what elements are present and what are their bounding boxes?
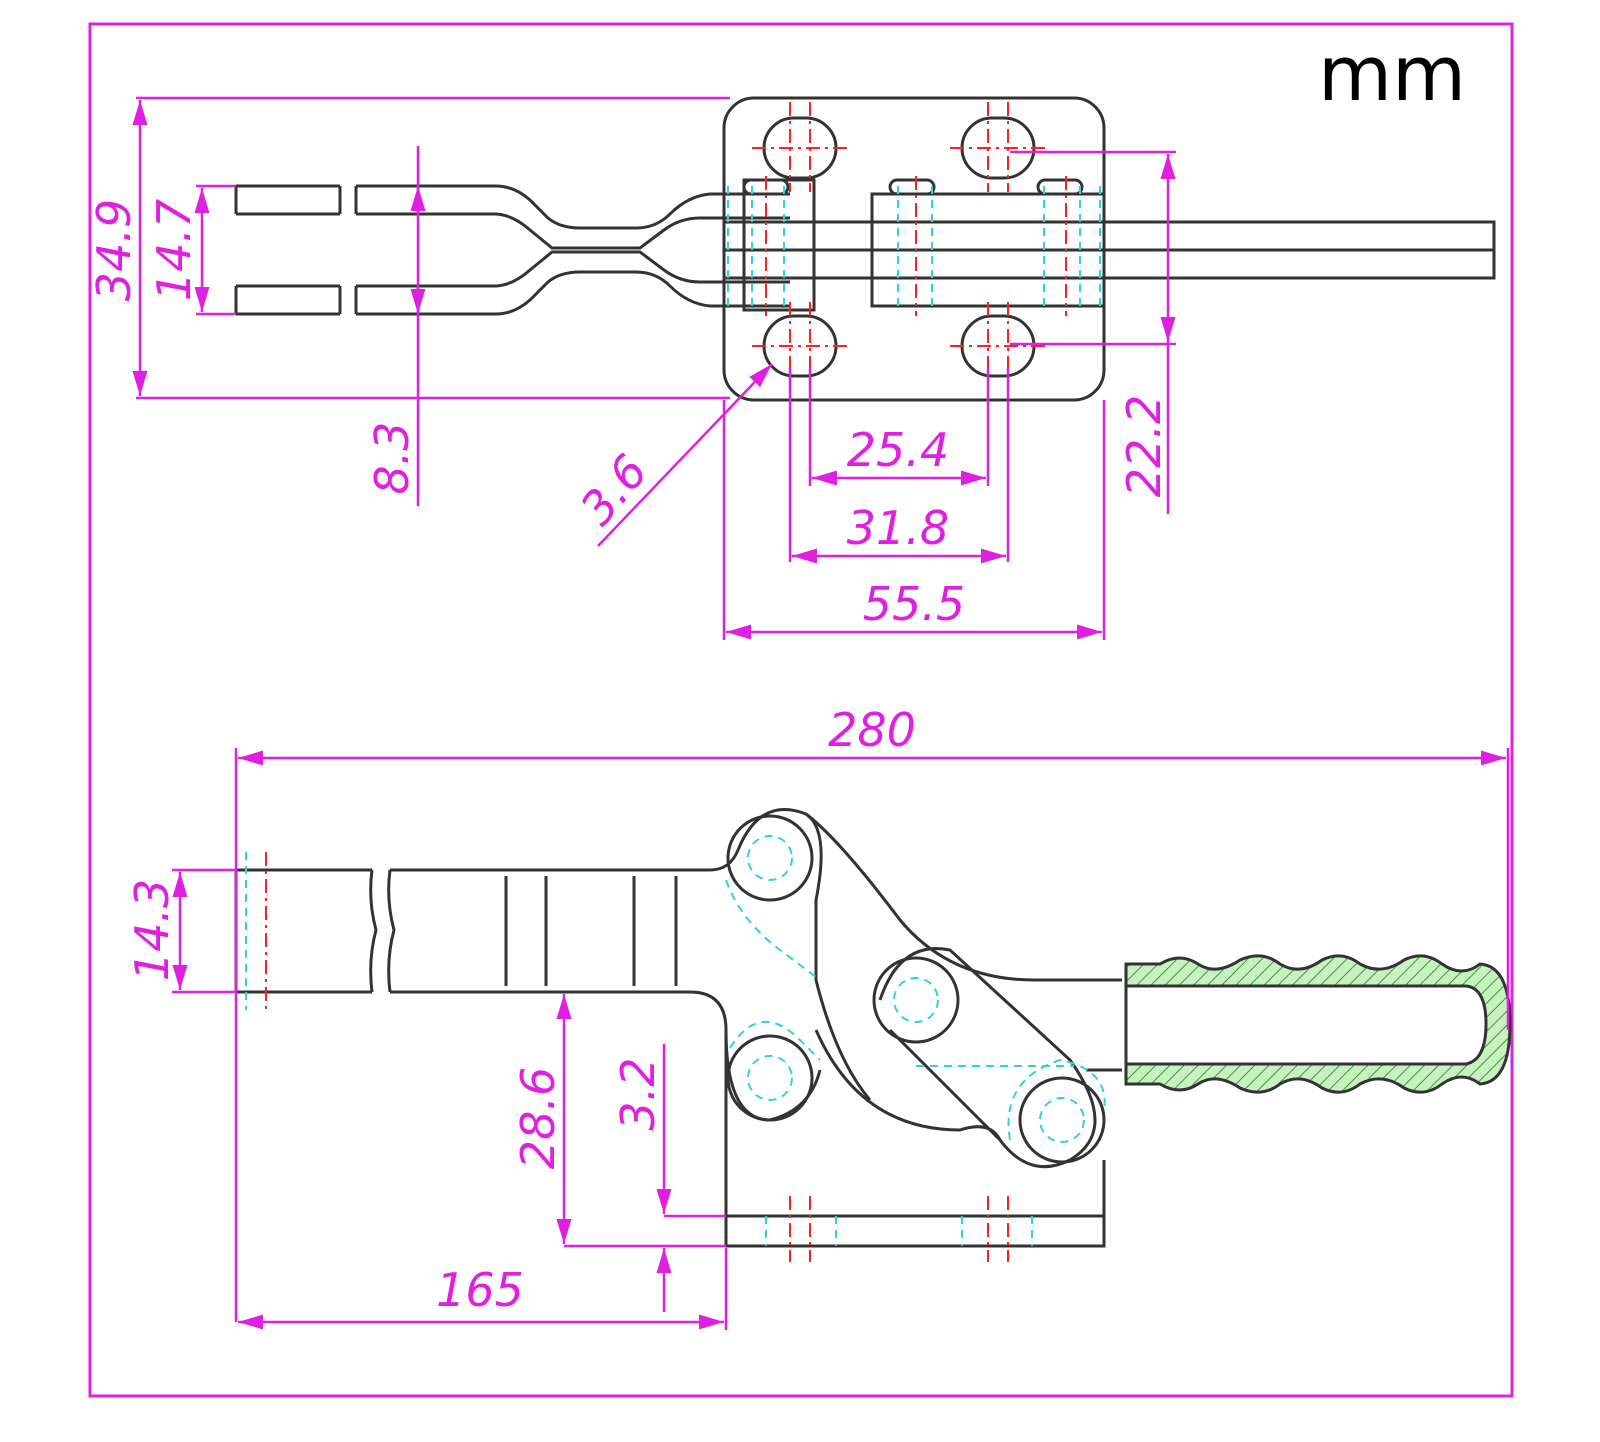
- side-link: [878, 947, 1097, 1169]
- side-view-centerlines: [265, 852, 1009, 1262]
- top-view-hidden: [727, 186, 1101, 310]
- dim-14-3: 14.3: [125, 879, 179, 981]
- top-arm-upper: [236, 184, 790, 230]
- dim-34-9: 34.9: [87, 199, 141, 301]
- side-pivot-3: [872, 956, 960, 1044]
- top-view: [234, 96, 1496, 402]
- side-arm: [236, 849, 740, 1031]
- dim-14-7: 14.7: [147, 199, 201, 301]
- dim-25-4: 25.4: [847, 423, 949, 477]
- dim-3-6: 3.6: [570, 444, 658, 535]
- drawing-border: [88, 22, 1514, 1398]
- dim-165: 165: [436, 1263, 524, 1317]
- side-pivot-2: [726, 1034, 814, 1122]
- top-view-dimensions: [132, 96, 1176, 640]
- side-pivot-1: [726, 814, 814, 902]
- dim-8-3: 8.3: [365, 421, 419, 494]
- dim-280: 280: [828, 703, 916, 757]
- unit-label: mm: [1318, 29, 1467, 118]
- side-pivot-4: [1018, 1076, 1106, 1164]
- top-view-centerlines: [752, 102, 1067, 392]
- side-view-dimensions: [172, 748, 1510, 1330]
- side-view-hidden: [245, 835, 1106, 1246]
- dim-22-2: 22.2: [1117, 395, 1171, 497]
- dim-31-8: 31.8: [847, 501, 949, 555]
- side-view: [234, 808, 1122, 1248]
- dim-28-6: 28.6: [511, 1067, 565, 1169]
- side-view-dimension-labels: 280 14.3 28.6 3.2 165: [125, 703, 916, 1317]
- side-base: [724, 1030, 1106, 1248]
- side-handle-grip: [1124, 954, 1512, 1094]
- top-arm-lower: [236, 250, 790, 288]
- side-pivot-plate: [736, 808, 1122, 982]
- dim-3-2: 3.2: [611, 1057, 665, 1130]
- dim-55-5: 55.5: [863, 577, 965, 631]
